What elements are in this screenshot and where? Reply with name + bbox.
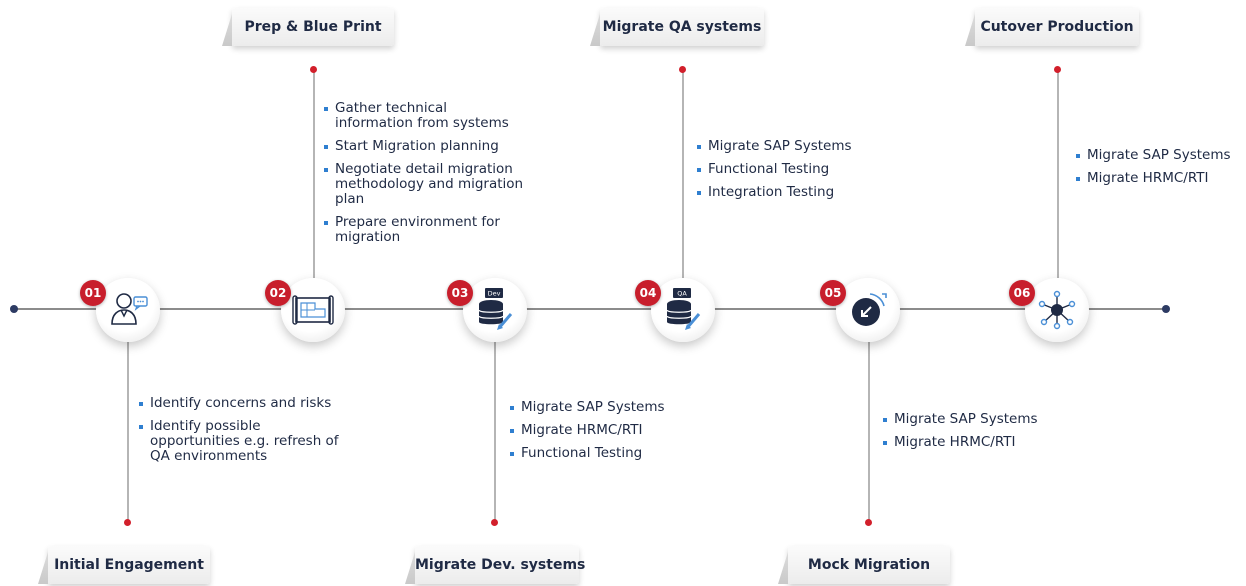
bullet-item: Integration Testing bbox=[697, 185, 897, 200]
step-03-dot bbox=[491, 519, 498, 526]
bullet-item: Migrate SAP Systems bbox=[510, 400, 710, 415]
step-05-dot bbox=[865, 519, 872, 526]
step-06-node: 06 bbox=[1009, 278, 1089, 342]
step-06-title: Cutover Production bbox=[975, 8, 1139, 46]
step-03-badge: 03 bbox=[447, 280, 473, 306]
step-04-node: QA 04 bbox=[635, 278, 715, 342]
step-06-bullets: Migrate SAP Systems Migrate HRMC/RTI bbox=[1076, 148, 1242, 194]
step-02-bullets: Gather technical information from system… bbox=[324, 101, 524, 253]
step-01-title: Initial Engagement bbox=[48, 546, 210, 584]
qa-label: QA bbox=[677, 290, 687, 298]
bullet-item: Migrate HRMC/RTI bbox=[1076, 171, 1242, 186]
bullet-item: Identify concerns and risks bbox=[139, 396, 339, 411]
network-hub-icon bbox=[1038, 290, 1076, 330]
step-04-dot bbox=[679, 66, 686, 73]
bullet-item: Functional Testing bbox=[510, 446, 710, 461]
blueprint-icon bbox=[292, 295, 334, 325]
step-01-badge: 01 bbox=[80, 280, 106, 306]
step-04-bullets: Migrate SAP Systems Functional Testing I… bbox=[697, 139, 897, 208]
bullet-item: Migrate HRMC/RTI bbox=[510, 423, 710, 438]
step-01-connector bbox=[127, 342, 129, 522]
step-02-title: Prep & Blue Print bbox=[232, 8, 394, 46]
step-03-title: Migrate Dev. systems bbox=[415, 546, 585, 584]
step-06-connector bbox=[1057, 70, 1059, 278]
step-05-bullets: Migrate SAP Systems Migrate HRMC/RTI bbox=[883, 412, 1083, 458]
bullet-item: Prepare environment for migration bbox=[324, 215, 524, 245]
dev-label: Dev bbox=[488, 290, 501, 298]
dev-database-icon: Dev bbox=[478, 288, 513, 330]
step-02-dot bbox=[310, 66, 317, 73]
step-03-node: Dev 03 bbox=[447, 278, 527, 342]
step-01-node: 01 bbox=[80, 278, 160, 342]
bullet-item: Negotiate detail migration methodology a… bbox=[324, 162, 524, 207]
bullet-item: Migrate SAP Systems bbox=[1076, 148, 1242, 163]
step-04-connector bbox=[682, 70, 684, 278]
step-01-dot bbox=[124, 519, 131, 526]
bullet-item: Identify possible opportunities e.g. ref… bbox=[139, 419, 339, 464]
step-02-node: 02 bbox=[265, 278, 345, 342]
timeline-end-dot bbox=[1162, 305, 1170, 313]
step-06-badge: 06 bbox=[1009, 280, 1035, 306]
bullet-item: Migrate HRMC/RTI bbox=[883, 435, 1083, 450]
bullet-item: Gather technical information from system… bbox=[324, 101, 524, 131]
step-02-connector bbox=[313, 70, 315, 278]
step-05-badge: 05 bbox=[820, 280, 846, 306]
step-05-title: Mock Migration bbox=[788, 546, 950, 584]
bullet-item: Migrate SAP Systems bbox=[883, 412, 1083, 427]
timeline-axis bbox=[14, 308, 1166, 310]
step-06-dot bbox=[1054, 66, 1061, 73]
mock-migration-icon bbox=[852, 293, 887, 326]
step-05-connector bbox=[868, 342, 870, 522]
bullet-item: Migrate SAP Systems bbox=[697, 139, 897, 154]
consultant-icon bbox=[111, 293, 148, 325]
step-04-badge: 04 bbox=[635, 280, 661, 306]
step-05-node: 05 bbox=[820, 278, 900, 342]
step-01-bullets: Identify concerns and risks Identify pos… bbox=[139, 396, 339, 472]
step-03-connector bbox=[494, 342, 496, 522]
step-03-bullets: Migrate SAP Systems Migrate HRMC/RTI Fun… bbox=[510, 400, 710, 469]
step-04-title: Migrate QA systems bbox=[600, 8, 764, 46]
timeline-start-dot bbox=[10, 305, 18, 313]
qa-database-icon: QA bbox=[666, 288, 701, 330]
bullet-item: Start Migration planning bbox=[324, 139, 524, 154]
step-02-badge: 02 bbox=[265, 280, 291, 306]
bullet-item: Functional Testing bbox=[697, 162, 897, 177]
